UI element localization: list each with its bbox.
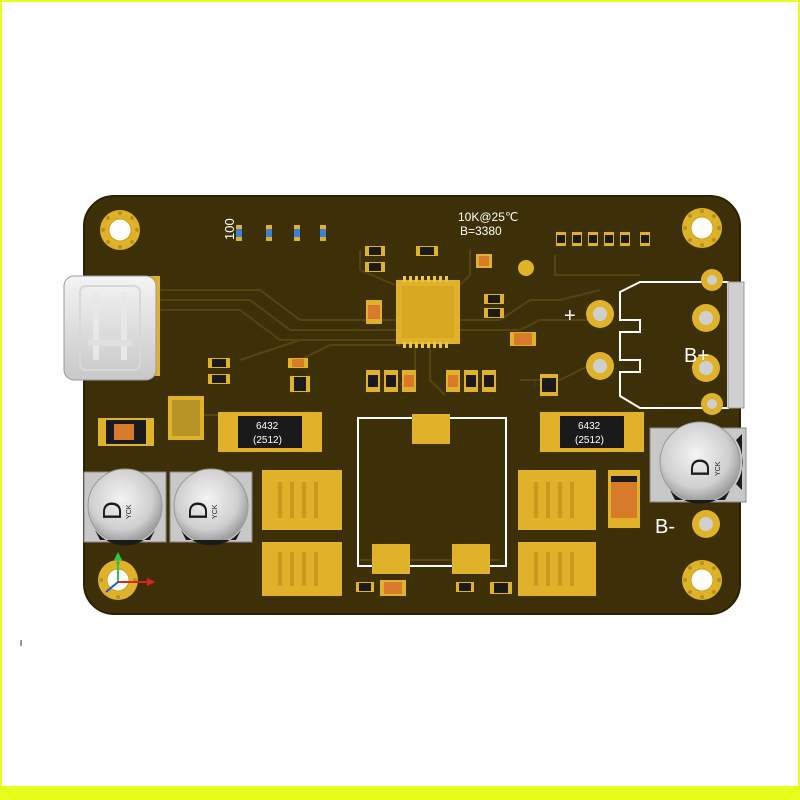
mounting-hole-tl (100, 210, 140, 250)
electrolytic-capacitor-1-mark: D (97, 501, 127, 520)
smd-parts-bottom (356, 580, 512, 596)
tantalum-capacitor (608, 470, 640, 528)
mounting-hole-tr (682, 208, 722, 248)
smd-parts-left (98, 358, 310, 446)
mosfet-4 (518, 542, 596, 596)
usb-c-connector (63, 275, 160, 381)
plus-label: + (564, 305, 576, 327)
mosfet-1 (262, 470, 342, 530)
thermistor-resistance-label: 10K@25℃ (458, 210, 518, 224)
shunt-resistor-right (540, 412, 644, 452)
electrolytic-capacitor-2-mark: D (183, 501, 213, 520)
battery-connector (586, 269, 745, 415)
resistor-array-top-right (556, 232, 650, 246)
resistor-value-label: 100 (222, 218, 237, 240)
frame-bottom (0, 786, 800, 800)
copper-traces (160, 250, 640, 561)
mosfet-3 (518, 470, 596, 530)
frame-left (0, 0, 2, 790)
shunt-resistor-left-size: (2512) (253, 435, 282, 446)
electrolytic-capacitor-1-brand: YCK (126, 504, 133, 519)
mounting-hole-br (682, 560, 722, 600)
electrolytic-capacitor-3-brand: YCK (715, 461, 722, 476)
smd-parts-middle-row (366, 370, 558, 396)
battery-minus-label: B- (655, 516, 675, 538)
battery-minus-pad (692, 510, 720, 538)
battery-plus-label: B+ (684, 345, 709, 367)
inductor-footprint (357, 414, 507, 574)
electrolytic-capacitor-2-brand: YCK (212, 504, 219, 519)
frame-right (798, 0, 800, 790)
smd-parts-upper (365, 246, 536, 346)
resistor-array-blue (236, 225, 326, 241)
shunt-resistor-left (218, 412, 322, 452)
shunt-resistor-right-code: 6432 (578, 421, 601, 432)
mosfet-2 (262, 542, 342, 596)
shunt-resistor-right-size: (2512) (575, 435, 604, 446)
electrolytic-capacitor-3-mark: D (685, 458, 715, 477)
thermistor-beta-label: B=3380 (460, 224, 502, 238)
shunt-resistor-left-code: 6432 (256, 421, 279, 432)
frame-top (0, 0, 800, 2)
electrolytic-capacitor-3 (649, 421, 747, 504)
axis-gizmo (105, 552, 155, 593)
microcontroller-ic (396, 276, 460, 348)
speck (20, 640, 22, 646)
electrolytic-capacitor-1 (83, 468, 167, 546)
electrolytic-capacitor-2 (169, 468, 253, 546)
